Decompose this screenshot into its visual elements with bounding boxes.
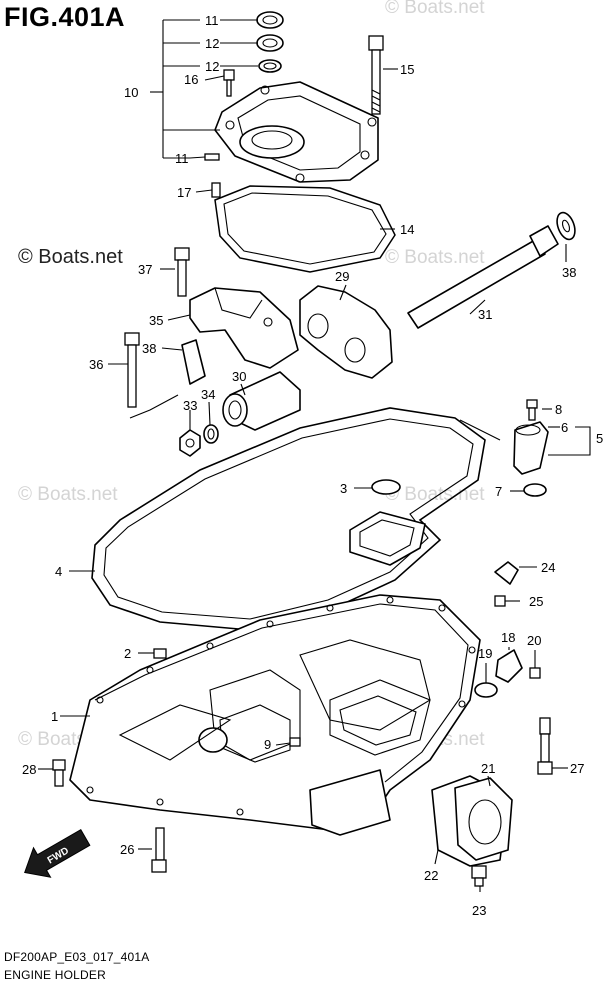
seal-ring-12a [256,11,284,29]
callout-10: 10 [124,85,138,100]
callout-8: 8 [555,402,562,417]
fwd-arrow: FWD [24,829,91,878]
callout-15: 15 [400,62,414,77]
bracket-34 [189,287,299,369]
bolt-16 [223,69,235,81]
cover-21 [454,777,513,861]
gasket-14 [214,185,396,273]
through-bolt-31 [407,225,559,329]
bolt-36 [174,247,190,297]
upper-cover-assembly [204,11,379,183]
callout-26: 26 [120,842,134,857]
callout-2: 2 [124,646,131,661]
plug-11 [204,153,220,161]
callout-35: 36 [89,357,103,372]
cover-18 [495,649,523,683]
dowel-pin-17 [211,182,221,198]
callout-25: 25 [529,594,543,609]
callout-28: 28 [22,762,36,777]
callout-34: 35 [149,313,163,328]
callout-19: 19 [478,646,492,661]
callout-17: 17 [177,185,191,200]
bolt-26 [151,827,167,873]
watermark: © Boats.net [385,247,485,268]
bolt-27 [537,717,553,775]
callout-11: 11 [175,151,189,166]
watermark: © Boats.net [385,484,485,505]
diagram-code: DF200AP_E03_017_401A [4,950,150,964]
gasket-19 [474,682,498,698]
washer-38 [556,211,576,241]
bolt-28 [52,759,66,787]
watermark: © Boats.net [18,484,118,505]
callout-29: 29 [335,269,349,284]
bolt-8 [526,399,538,409]
plate-37 [181,339,206,385]
sensor-24 [494,561,519,585]
callout-27: 27 [570,761,584,776]
callout-13: 12 [205,59,219,74]
callout-31: 31 [478,307,492,322]
bolt-35 [124,332,140,408]
bolt-15 [368,35,384,115]
callout-22: 22 [424,868,438,883]
bolt-23 [471,865,487,887]
callout-9: 9 [264,737,271,752]
oil-pan-1 [69,594,481,836]
bolt-2 [153,648,167,659]
o-ring-13 [258,59,282,73]
o-ring-7 [523,483,547,497]
gasket-port [349,511,426,566]
callout-18: 18 [501,630,515,645]
washer-33 [203,424,219,444]
callout-33: 34 [201,387,215,402]
diagram-subtitle: ENGINE HOLDER [4,968,106,982]
bolt-25 [494,595,506,607]
callout-3: 3 [340,481,347,496]
callout-5: 5 [596,431,603,446]
figure-title: FIG.401A [4,2,126,32]
nut-32 [179,429,201,457]
callout-12b: 12 [205,36,219,51]
leader-lines [38,19,591,892]
callout-30: 30 [232,369,246,384]
callout-36: 37 [138,262,152,277]
callout-20: 20 [527,633,541,648]
o-ring-3 [371,479,401,495]
callout-32: 33 [183,398,197,413]
callout-1: 1 [51,709,58,724]
mount-29 [299,285,393,379]
callout-21: 21 [481,761,495,776]
callout-labels: 11 12 12 10 16 11 15 17 14 37 29 38 31 3… [22,13,603,918]
callout-4: 4 [55,564,62,579]
water-fitting-6 [513,399,549,497]
gasket-4 [91,407,486,631]
callout-16: 16 [184,72,198,87]
callout-14: 14 [400,222,414,237]
watermark: © Boats.net [18,246,123,268]
callout-38: 38 [562,265,576,280]
seal-ring-12b [256,34,284,52]
bolt-9 [289,737,301,747]
callout-24: 24 [541,560,555,575]
callout-23: 23 [472,903,486,918]
bolt-20 [529,667,541,679]
watermark: © Boats.net [385,0,485,18]
callout-7: 7 [495,484,502,499]
callout-6: 6 [561,420,568,435]
callout-37: 38 [142,341,156,356]
callout-12a: 11 [205,13,219,28]
